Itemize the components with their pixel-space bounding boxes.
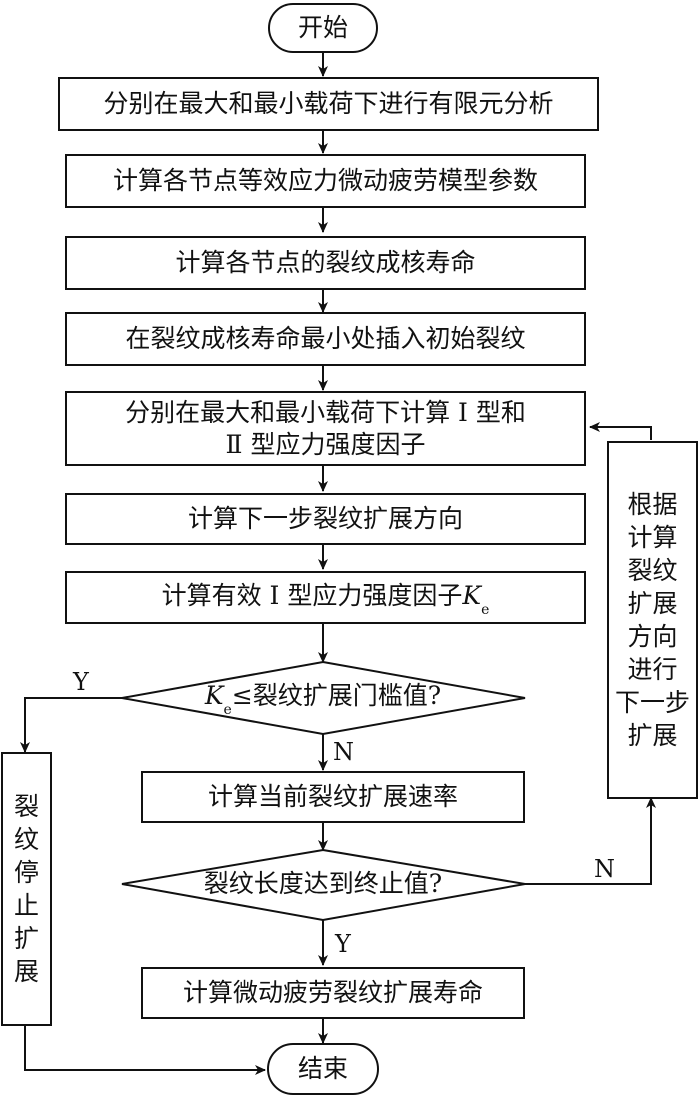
step-nucleation-label: 计算各节点的裂纹成核寿命 <box>175 248 476 277</box>
next-step-line: 裂纹 <box>627 556 678 585</box>
step-life-label: 计算微动疲劳裂纹扩展寿命 <box>182 978 483 1007</box>
next-step-line: 扩展 <box>627 589 678 618</box>
start-terminal: 开始 <box>268 3 378 53</box>
step-params: 计算各节点等效应力微动疲劳模型参数 <box>65 154 586 208</box>
decision-length-shape <box>121 848 526 922</box>
threshold-variable: K <box>204 681 224 710</box>
length-no-label: N <box>594 855 615 883</box>
stop-box-label: 裂纹停止扩展 <box>13 792 39 986</box>
decision-length-label: 裂纹长度达到终止值? <box>203 869 443 898</box>
decision-threshold-shape <box>121 660 526 736</box>
step-fea: 分别在最大和最小载荷下进行有限元分析 <box>58 77 599 131</box>
step-insert-crack: 在裂纹成核寿命最小处插入初始裂纹 <box>65 312 586 366</box>
effective-sif-subscript: e <box>481 601 490 618</box>
next-step-line: 下一步 <box>614 688 690 717</box>
step-fea-label: 分别在最大和最小载荷下进行有限元分析 <box>103 89 554 118</box>
step-insert-crack-label: 在裂纹成核寿命最小处插入初始裂纹 <box>125 324 526 353</box>
step-direction-label: 计算下一步裂纹扩展方向 <box>187 504 463 533</box>
end-label: 结束 <box>297 1054 348 1083</box>
step-rate-label: 计算当前裂纹扩展速率 <box>207 782 458 811</box>
threshold-text: ≤裂纹扩展门槛值? <box>231 681 442 710</box>
next-step-line: 根据 <box>627 490 678 519</box>
step-effective-sif: 计算有效 Ⅰ 型应力强度因子Ke <box>65 571 586 624</box>
step-effective-sif-label: 计算有效 Ⅰ 型应力强度因子Ke <box>161 579 490 618</box>
step-sif-line1: 分别在最大和最小载荷下计算 Ⅰ 型和 <box>125 397 526 427</box>
next-step-line: 扩展 <box>627 721 678 750</box>
end-terminal: 结束 <box>267 1043 379 1095</box>
arrow-next-to-sif <box>589 422 652 440</box>
next-step-line: 计算 <box>627 523 678 552</box>
step-rate: 计算当前裂纹扩展速率 <box>141 771 525 823</box>
step-effective-sif-text: 计算有效 Ⅰ 型应力强度因子 <box>161 580 463 610</box>
step-sif: 分别在最大和最小载荷下计算 Ⅰ 型和 Ⅱ 型应力强度因子 <box>65 391 586 466</box>
effective-sif-variable: K <box>462 580 482 610</box>
step-params-label: 计算各节点等效应力微动疲劳模型参数 <box>112 166 538 195</box>
length-yes-label: Y <box>335 930 351 958</box>
step-sif-line2: Ⅱ 型应力强度因子 <box>225 429 426 459</box>
step-nucleation: 计算各节点的裂纹成核寿命 <box>65 236 586 290</box>
decision-threshold: Ke≤裂纹扩展门槛值? <box>140 681 506 718</box>
threshold-no-label: N <box>333 738 354 766</box>
arrow-stop-to-end <box>24 1024 266 1075</box>
next-step-line: 方向 <box>627 622 678 651</box>
decision-threshold-label: Ke≤裂纹扩展门槛值? <box>204 681 442 718</box>
next-step-line: 进行 <box>627 655 678 684</box>
arrow-threshold-yes-to-stop <box>20 697 122 753</box>
step-life: 计算微动疲劳裂纹扩展寿命 <box>141 967 525 1019</box>
start-label: 开始 <box>297 13 348 42</box>
arrow-length-no-to-next <box>525 797 656 885</box>
threshold-yes-label: Y <box>73 668 89 696</box>
decision-length: 裂纹长度达到终止值? <box>150 869 496 899</box>
stop-box: 裂纹停止扩展 <box>1 752 52 1026</box>
next-step-box: 根据 计算 裂纹 扩展 方向 进行 下一步 扩展 <box>607 441 698 799</box>
threshold-subscript: e <box>223 702 232 718</box>
step-direction: 计算下一步裂纹扩展方向 <box>65 493 586 545</box>
